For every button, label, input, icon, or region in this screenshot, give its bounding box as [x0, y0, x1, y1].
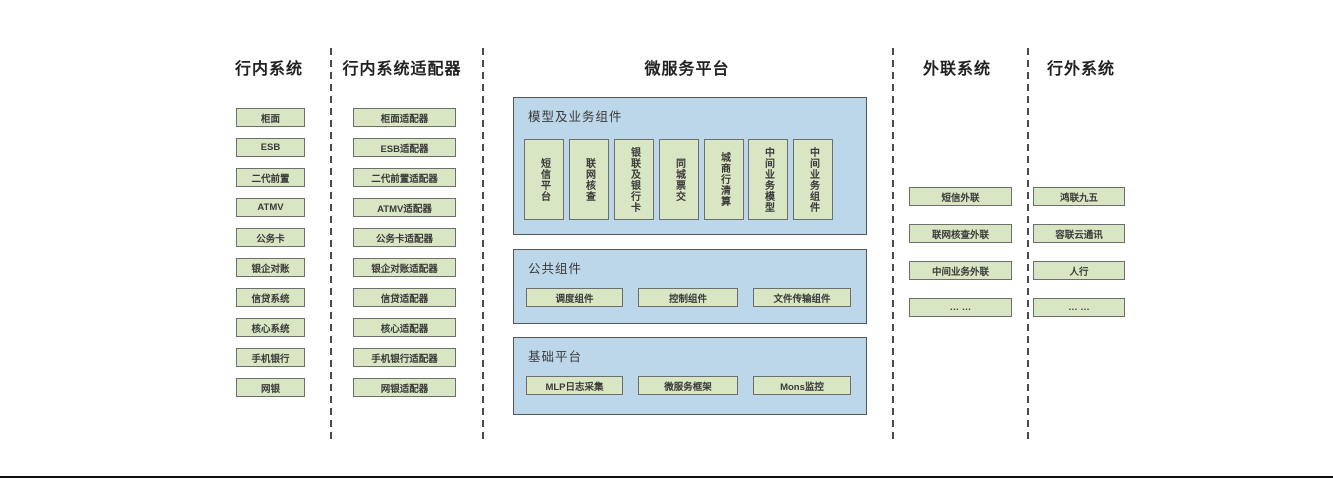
component-box: 调度组件: [526, 288, 623, 307]
system-box: 手机银行: [236, 348, 305, 367]
vertical-component-box: 中间业务组件: [793, 139, 833, 220]
panel-label: 公共组件: [528, 262, 583, 276]
dashed-divider-3: [892, 48, 894, 443]
column-header-internal-adapters: 行内系统适配器: [342, 61, 462, 78]
system-box: 银企对账: [236, 258, 305, 277]
external-link-box: 中间业务外联: [909, 261, 1012, 280]
bottom-border-line: [0, 476, 1333, 478]
outside-system-box: 人行: [1033, 261, 1125, 280]
column-header-internal-systems: 行内系统: [234, 61, 303, 78]
adapter-box: 柜面适配器: [353, 108, 456, 127]
system-box: ATMV: [236, 198, 305, 217]
outside-system-box: 鸿联九五: [1033, 187, 1125, 206]
external-link-box: … …: [909, 298, 1012, 317]
system-box: 二代前置: [236, 168, 305, 187]
vertical-component-box: 联网核查: [569, 139, 609, 220]
outside-system-box: 容联云通讯: [1033, 224, 1125, 243]
vertical-component-box: 中间业务模型: [748, 139, 788, 220]
system-box: ESB: [236, 138, 305, 157]
dashed-divider-1: [330, 48, 332, 443]
vertical-component-box: 城商行清算: [704, 139, 744, 220]
system-box: 核心系统: [236, 318, 305, 337]
column-header-external-link-systems: 外联系统: [922, 61, 991, 78]
dashed-divider-2: [482, 48, 484, 443]
component-box: MLP日志采集: [526, 376, 623, 395]
dashed-divider-4: [1027, 48, 1029, 443]
external-link-box: 短信外联: [909, 187, 1012, 206]
component-box: 文件传输组件: [753, 288, 851, 307]
adapter-box: 手机银行适配器: [353, 348, 456, 367]
column-header-outside-systems: 行外系统: [1046, 61, 1115, 78]
component-box: Mons监控: [753, 376, 851, 395]
system-box: 信贷系统: [236, 288, 305, 307]
system-box: 柜面: [236, 108, 305, 127]
adapter-box: ATMV适配器: [353, 198, 456, 217]
adapter-box: 网银适配器: [353, 378, 456, 397]
adapter-box: 核心适配器: [353, 318, 456, 337]
adapter-box: 二代前置适配器: [353, 168, 456, 187]
panel-label: 基础平台: [528, 350, 583, 364]
vertical-component-box: 短信平台: [524, 139, 564, 220]
adapter-box: 公务卡适配器: [353, 228, 456, 247]
external-link-box: 联网核查外联: [909, 224, 1012, 243]
adapter-box: ESB适配器: [353, 138, 456, 157]
component-box: 微服务框架: [638, 376, 738, 395]
system-box: 公务卡: [236, 228, 305, 247]
adapter-box: 银企对账适配器: [353, 258, 456, 277]
panel-label: 模型及业务组件: [528, 110, 623, 124]
panel-common-components: 公共组件 调度组件 控制组件 文件传输组件: [513, 249, 867, 324]
vertical-component-box: 同城票交: [659, 139, 699, 220]
system-box: 网银: [236, 378, 305, 397]
adapter-box: 信贷适配器: [353, 288, 456, 307]
column-header-microservice-platform: 微服务平台: [644, 61, 730, 78]
outside-system-box: … …: [1033, 298, 1125, 317]
vertical-component-box: 银联及银行卡: [614, 139, 654, 220]
panel-base-platform: 基础平台 MLP日志采集 微服务框架 Mons监控: [513, 337, 867, 415]
component-box: 控制组件: [638, 288, 738, 307]
panel-model-business-components: 模型及业务组件 短信平台 联网核查 银联及银行卡 同城票交 城商行清算 中间业务…: [513, 97, 867, 235]
